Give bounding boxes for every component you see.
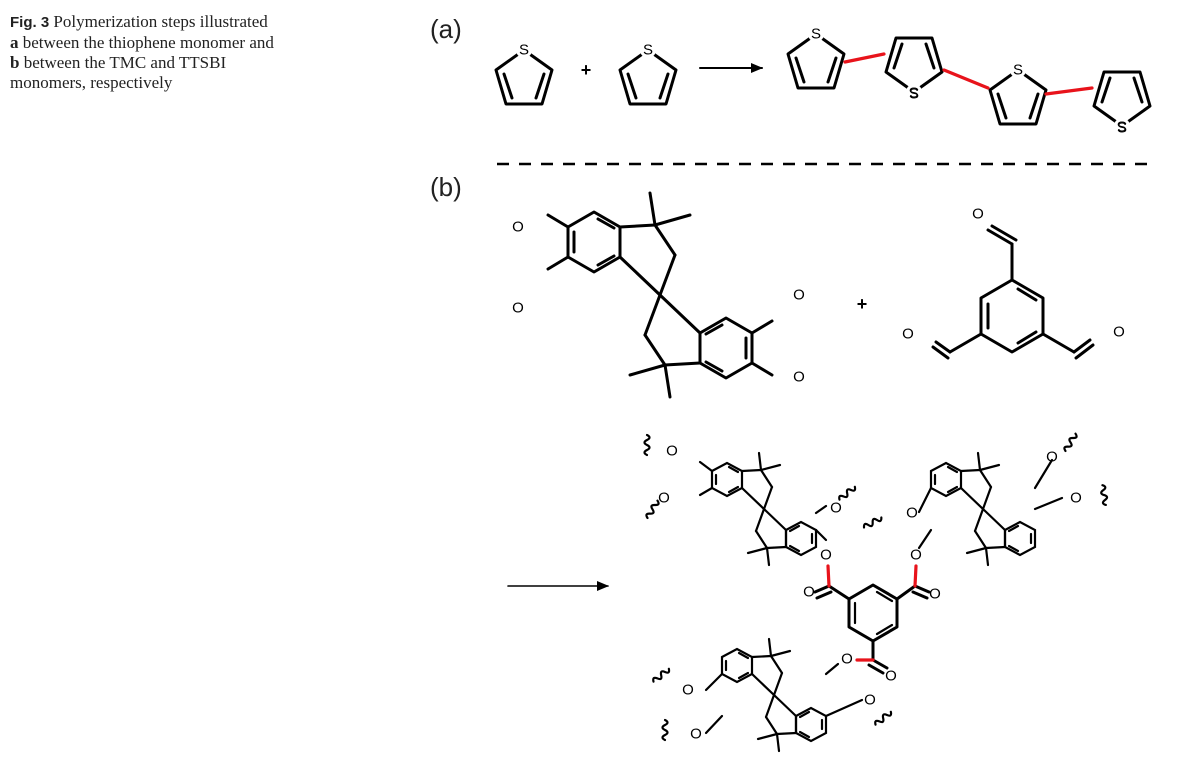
- svg-text:O: O: [906, 505, 918, 522]
- svg-text:O: O: [820, 547, 832, 564]
- oxygen-label: O: [512, 300, 524, 317]
- ttsbi-unit-top-right: [929, 451, 1037, 567]
- sulfur-label: S: [909, 86, 919, 103]
- caption-text-1: Polymerization steps illustrated: [49, 12, 268, 31]
- svg-text:O: O: [1070, 490, 1082, 507]
- figure-label: Fig. 3: [10, 14, 50, 31]
- caption-text-2: between the thiophene monomer and: [18, 33, 274, 52]
- svg-text:O: O: [864, 692, 876, 709]
- svg-text:O: O: [910, 547, 922, 564]
- oxygen-label: O: [512, 219, 524, 236]
- plus-sign-a: +: [581, 60, 592, 80]
- svg-text:O: O: [666, 443, 678, 460]
- new-bond-2: [942, 68, 990, 90]
- panel-b-label: (b): [430, 172, 462, 202]
- svg-text:O: O: [885, 668, 897, 685]
- svg-text:O: O: [690, 726, 702, 743]
- thiophene-monomer-1: [494, 40, 554, 106]
- caption-panel-b-ref: b: [10, 53, 20, 72]
- svg-text:O: O: [841, 651, 853, 668]
- thiophene-unit-3: [988, 60, 1048, 126]
- svg-text:O: O: [803, 584, 815, 601]
- oxygen-label: O: [902, 326, 914, 343]
- figure-caption: Fig. 3 Polymerization steps illustrated …: [10, 12, 280, 93]
- central-benzene: [847, 583, 899, 643]
- svg-text:O: O: [929, 586, 941, 603]
- ttsbi-monomer: O O O O: [512, 191, 805, 399]
- caption-text-3: between the TMC and TTSBI monomers, resp…: [10, 53, 227, 92]
- thiophene-unit-1: [786, 24, 846, 90]
- plus-sign-b: +: [857, 294, 868, 314]
- svg-text:O: O: [1046, 449, 1058, 466]
- caption-panel-a-ref: a: [10, 33, 19, 52]
- oxygen-label: O: [793, 287, 805, 304]
- polymer-network: O O O O O O O O O O O O O: [643, 431, 1110, 753]
- oxygen-label: O: [972, 206, 984, 223]
- svg-text:O: O: [658, 490, 670, 507]
- sulfur-label: S: [1117, 120, 1127, 137]
- quaterthiophene-product: S S: [786, 24, 1152, 137]
- ttsbi-unit-top-left: [710, 451, 818, 567]
- new-bond-3: [1044, 86, 1094, 96]
- svg-text:O: O: [682, 682, 694, 699]
- new-bond-1: [843, 52, 886, 64]
- panel-a-label: (a): [430, 14, 462, 44]
- tmc-monomer: O O O: [902, 206, 1125, 360]
- oxygen-label: O: [1113, 324, 1125, 341]
- ttsbi-unit-bottom: [720, 637, 828, 753]
- svg-text:O: O: [830, 500, 842, 517]
- oxygen-label: O: [793, 369, 805, 386]
- thiophene-monomer-2: [618, 40, 678, 106]
